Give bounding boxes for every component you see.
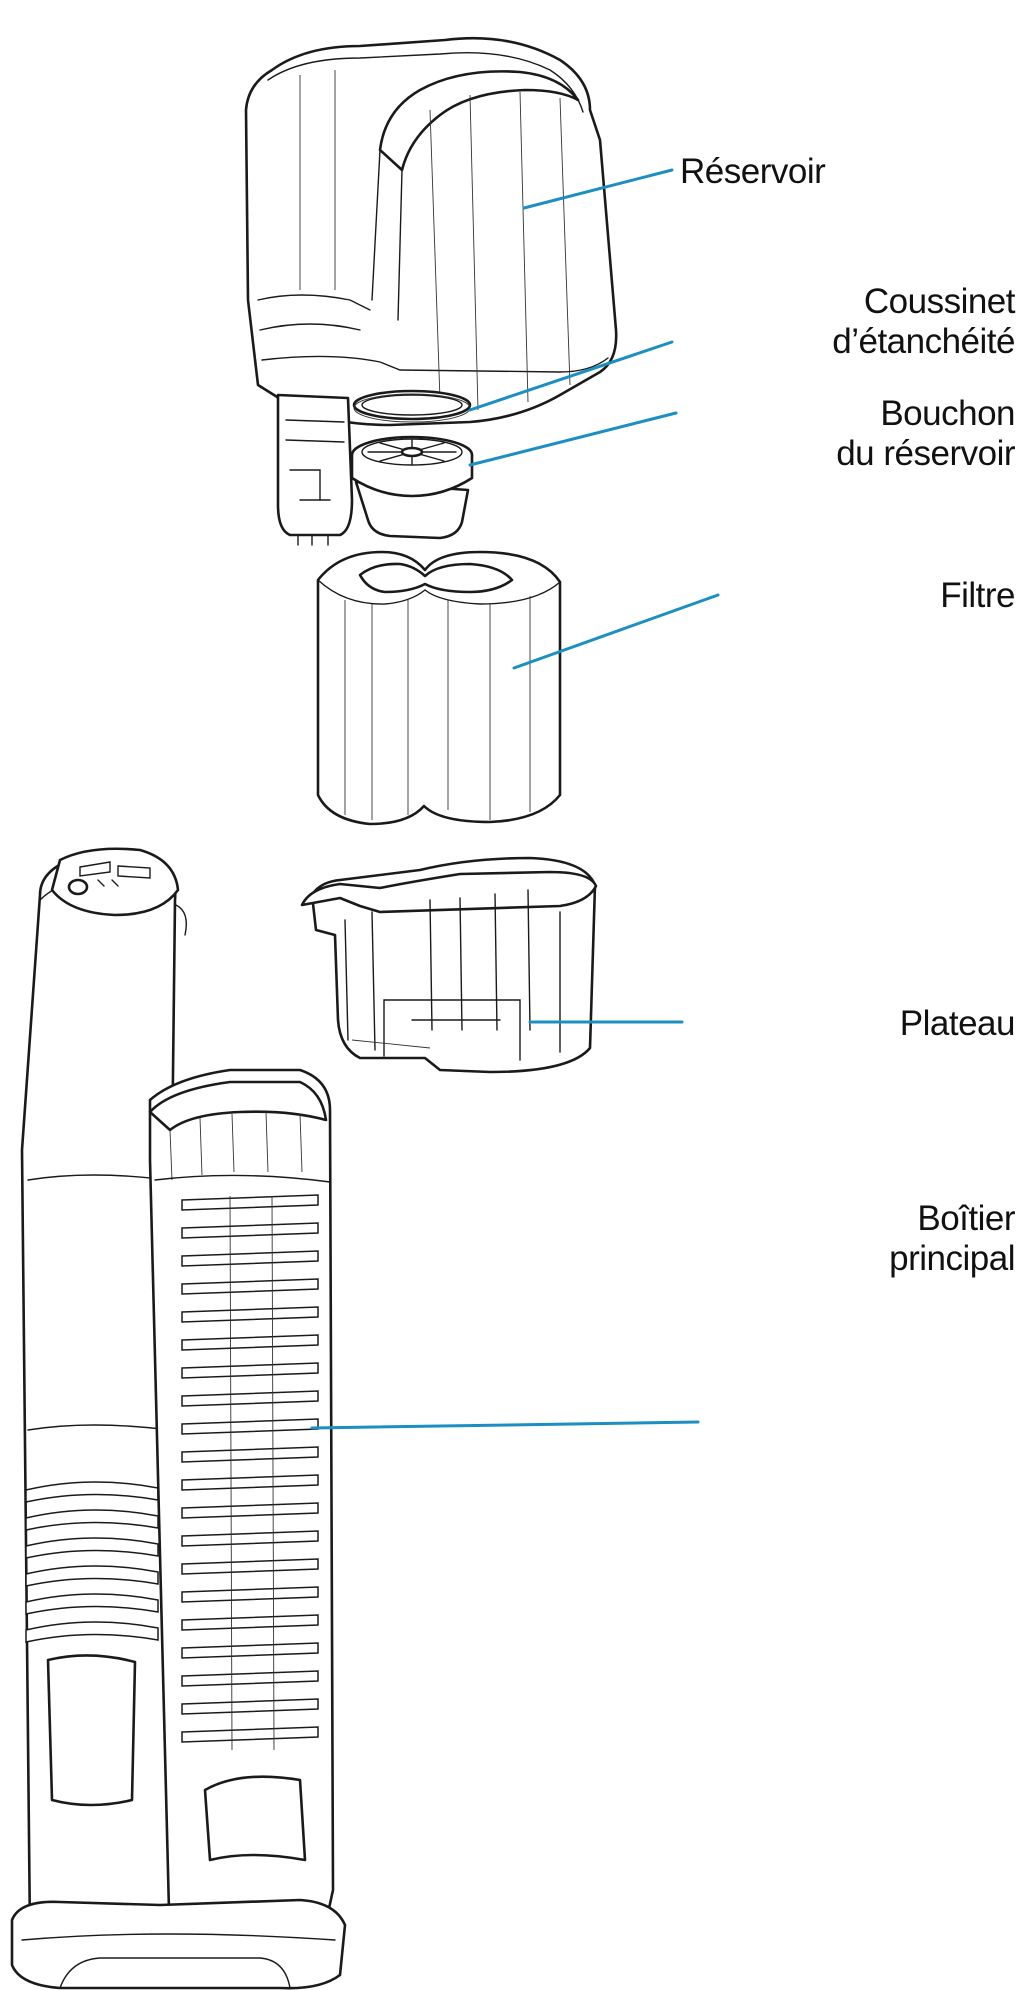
label-seal-line2: d’étanchéité — [832, 322, 1015, 361]
label-reservoir: Réservoir — [680, 152, 827, 191]
label-cap-line1: Bouchon — [880, 394, 1015, 433]
leader-line-filter — [512, 593, 720, 670]
label-housing-line1: Boîtier — [917, 1199, 1015, 1238]
label-seal: Coussinet d’étanchéité — [832, 282, 1016, 361]
leader-line-reservoir — [522, 168, 674, 210]
leader-line-cap — [468, 411, 678, 467]
label-seal-line1: Coussinet — [864, 282, 1016, 321]
reservoir-drawing — [244, 36, 618, 546]
label-housing: Boîtier principal — [889, 1199, 1016, 1278]
label-cap: Bouchon du réservoir — [836, 394, 1016, 473]
label-housing-line2: principal — [889, 1239, 1015, 1278]
leader-line-housing — [310, 1420, 700, 1430]
leader-line-seal — [468, 340, 674, 412]
label-tray-line1: Plateau — [900, 1004, 1015, 1043]
label-reservoir-line1: Réservoir — [680, 152, 826, 191]
label-filter-line1: Filtre — [940, 576, 1015, 615]
filter-drawing — [316, 550, 562, 826]
label-cap-line2: du réservoir — [836, 434, 1016, 473]
seal-drawing — [352, 389, 472, 423]
housing-drawing — [10, 847, 347, 1990]
tray-drawing — [300, 856, 598, 1074]
cap-drawing — [350, 435, 474, 540]
label-tray: Plateau — [900, 1004, 1016, 1043]
leader-lines — [310, 168, 720, 1430]
label-filter: Filtre — [940, 576, 1015, 615]
